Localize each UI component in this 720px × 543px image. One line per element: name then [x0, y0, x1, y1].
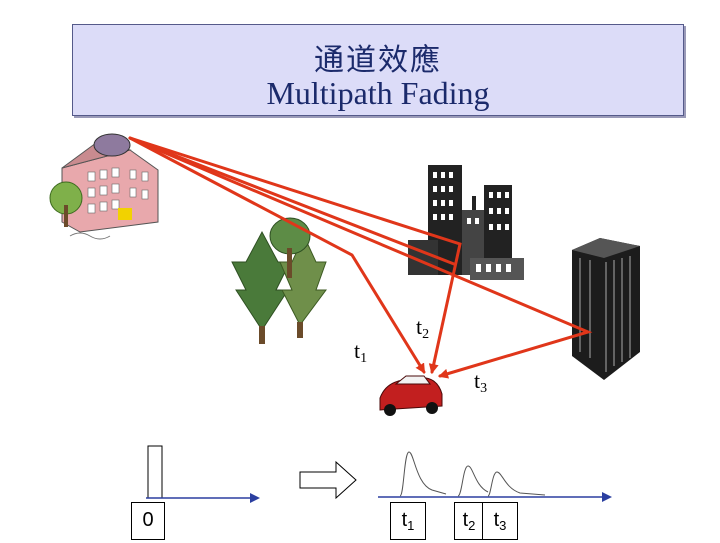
path-2-line [128, 136, 462, 374]
plot-label-t2: t2 [454, 502, 484, 540]
echo-3-pulse [487, 471, 546, 497]
output-response-plot [378, 451, 612, 502]
propagation-paths [128, 136, 593, 379]
path-1-line [128, 136, 426, 374]
path-3-line [128, 136, 593, 379]
path-2-branch-line [128, 136, 456, 266]
trees-icon [231, 217, 327, 344]
title-english: Multipath Fading [266, 75, 490, 111]
path-label-t1: t1 [354, 338, 368, 366]
path-label-t3: t3 [474, 368, 488, 396]
title-chinese: 通道效應 [314, 43, 442, 78]
echo-2-pulse [457, 465, 489, 497]
title-box: 通道效應 Multipath Fading [72, 24, 684, 116]
path-label-t2: t2 [416, 314, 430, 342]
plot-label-t1: t1 [390, 502, 426, 540]
car-icon [379, 375, 443, 416]
arrow-right-icon [299, 460, 357, 500]
skyscraper-icon [572, 238, 640, 380]
echo-1-pulse [399, 451, 447, 497]
plot-label-t3: t3 [482, 502, 518, 540]
impulse-bar [147, 445, 163, 499]
transmitter-building-icon [49, 133, 159, 240]
origin-label: 0 [131, 502, 165, 540]
input-impulse-plot [146, 445, 260, 503]
city-buildings-icon [408, 165, 524, 280]
